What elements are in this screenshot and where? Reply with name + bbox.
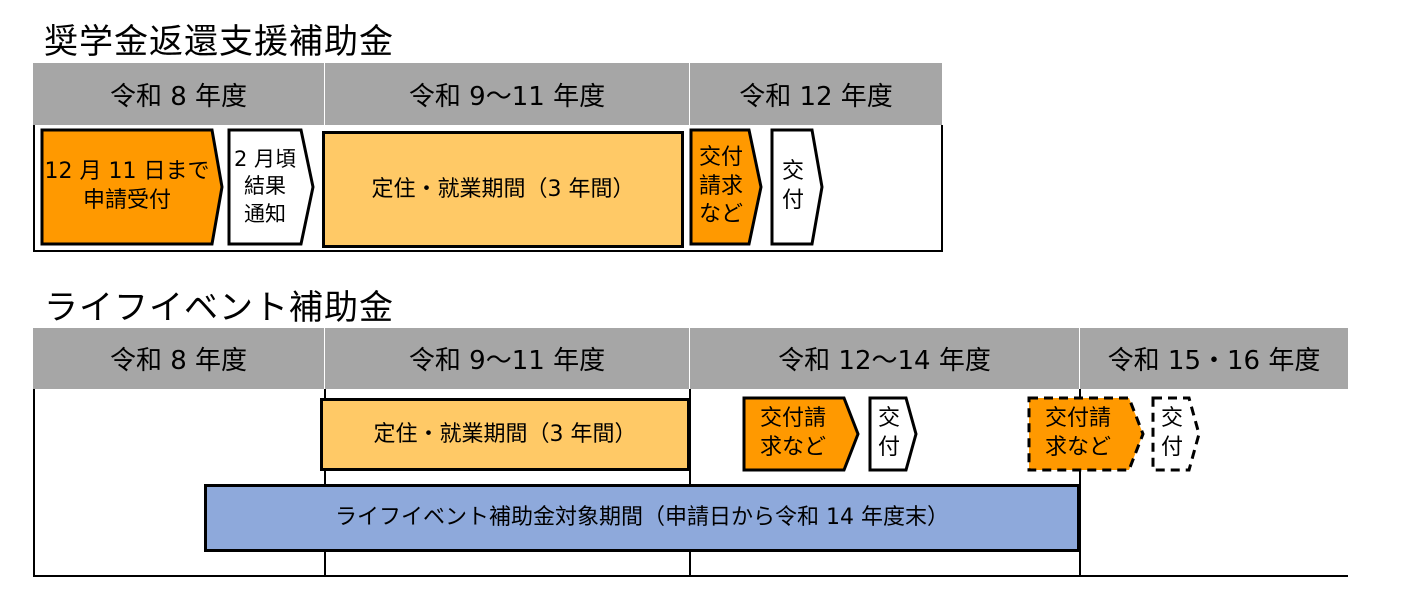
section2-header-r15-16: 令和 15・16 年度 (1080, 328, 1348, 389)
section2-request-label-1: 交付請 求など (759, 406, 826, 460)
section2-period-box: 定住・就業期間（3 年間） (320, 398, 690, 471)
section1-header-r9-11: 令和 9〜11 年度 (325, 63, 689, 125)
section1-header-r12: 令和 12 年度 (690, 63, 942, 125)
section1-grant-arrow (770, 128, 824, 246)
section2-divider-2 (689, 389, 691, 577)
section2-header-r9-11: 令和 9〜11 年度 (325, 328, 689, 389)
section2-header-r8: 令和 8 年度 (33, 328, 324, 389)
section1-apply-label: 12 月 11 日まで 申請受付 (44, 159, 210, 213)
section2-header-r12-14: 令和 12〜14 年度 (690, 328, 1079, 389)
section2-request-arrow-2 (1027, 396, 1145, 472)
section2-grant-label-1: 交 付 (877, 406, 900, 460)
section1-result-label: 2 月頃 結果 通知 (233, 147, 297, 226)
section2-request-label-2: 交付請 求など (1044, 406, 1111, 460)
section2-divider-3 (1079, 389, 1081, 577)
section1-request-arrow (689, 128, 763, 246)
section1-grant-label: 交 付 (781, 159, 804, 213)
section1-border-bottom (33, 250, 943, 252)
section2-border-left (33, 389, 35, 577)
section1-period-box: 定住・就業期間（3 年間） (322, 131, 684, 248)
section1-apply-arrow (40, 128, 224, 246)
section1-border-right (941, 125, 943, 252)
section2-title: ライフイベント補助金 (44, 288, 394, 328)
section2-eligible-period-bar: ライフイベント補助金対象期間（申請日から令和 14 年度末） (204, 484, 1080, 552)
section1-result-arrow (227, 128, 315, 246)
section2-grant-arrow-1 (868, 396, 918, 472)
section2-divider-1 (324, 389, 326, 577)
section1-border-left (33, 125, 35, 252)
section1-request-label: 交付 請求 など (698, 145, 743, 228)
section2-grant-arrow-2 (1151, 396, 1201, 472)
section2-border-bottom (33, 575, 1348, 577)
section2-request-arrow-1 (742, 396, 860, 472)
section1-header-r8: 令和 8 年度 (33, 63, 324, 125)
section1-title: 奨学金返還支援補助金 (44, 22, 394, 62)
section2-grant-label-2: 交 付 (1160, 406, 1183, 460)
